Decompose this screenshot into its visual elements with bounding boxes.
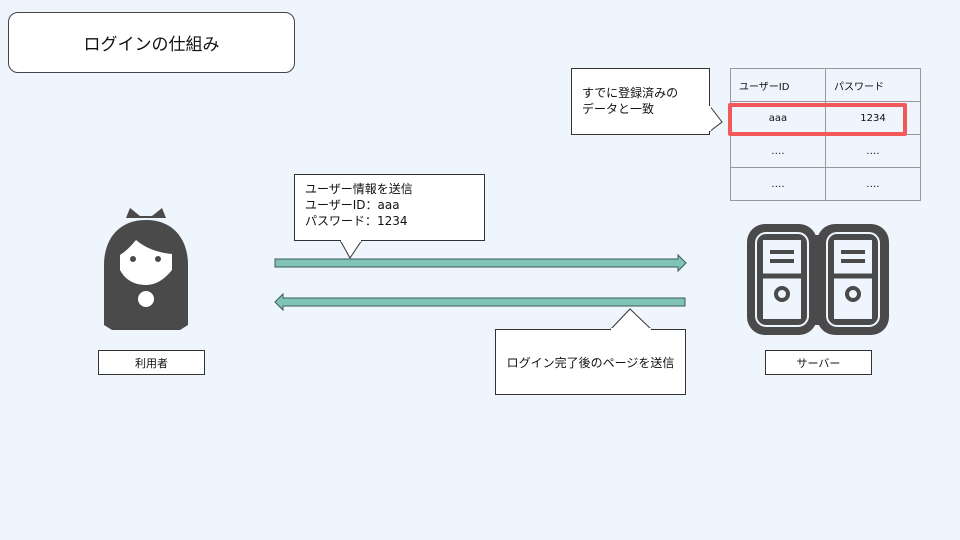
- server-label: サーバー: [765, 350, 872, 375]
- user-label: 利用者: [98, 350, 205, 375]
- request-callout-line: パスワード：1234: [305, 214, 408, 228]
- match-callout: すでに登録済みの データと一致: [571, 68, 710, 135]
- match-callout-line: データと一致: [582, 102, 655, 116]
- response-callout: ログイン完了後のページを送信: [495, 329, 686, 395]
- request-callout-line: ユーザーID：aaa: [305, 198, 400, 212]
- server-icon: [747, 224, 889, 335]
- table-row: .….…: [730, 134, 921, 168]
- response-arrow: [274, 292, 686, 312]
- user-icon: [104, 208, 188, 330]
- match-callout-line: すでに登録済みの: [582, 86, 679, 100]
- request-arrow: [274, 253, 687, 273]
- table-row: .….…: [730, 167, 921, 201]
- match-highlight: [728, 103, 907, 136]
- table-header: パスワード: [825, 68, 921, 102]
- request-callout-line: ユーザー情報を送信: [305, 182, 413, 196]
- table-cell: .…: [730, 167, 826, 201]
- table-cell: .…: [825, 134, 921, 168]
- table-header: ユーザーID: [730, 68, 826, 102]
- table-cell: .…: [825, 167, 921, 201]
- page-title: ログインの仕組み: [8, 12, 295, 73]
- request-callout: ユーザー情報を送信 ユーザーID：aaa パスワード：1234: [294, 174, 485, 241]
- table-cell: .…: [730, 134, 826, 168]
